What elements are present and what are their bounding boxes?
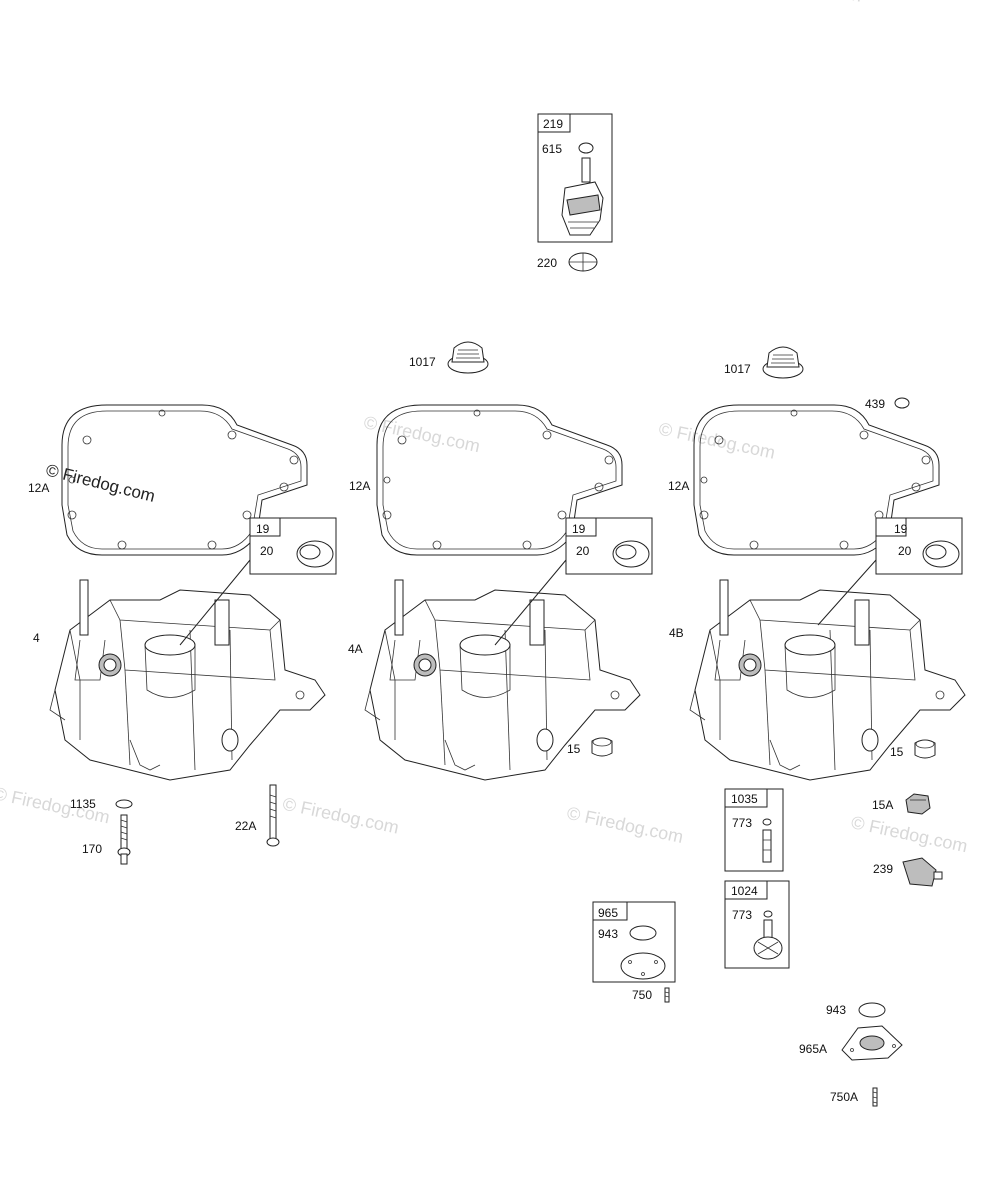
part-label-p19c: 19 [894, 522, 908, 536]
part-label-p1017a: 1017 [409, 355, 436, 369]
part-label-p239: 239 [873, 862, 893, 876]
part-label-p12Ac: 12A [668, 479, 689, 493]
watermark-4: © Firedog.com [362, 412, 482, 456]
part-label-p439: 439 [865, 397, 885, 411]
part-label-p615: 615 [542, 142, 562, 156]
screw-750 [664, 987, 670, 1003]
part-label-p15a: 15 [567, 742, 581, 756]
part-label-p20b: 20 [576, 544, 590, 558]
part-label-p1017b: 1017 [724, 362, 751, 376]
part-label-p965: 965 [598, 906, 618, 920]
part-label-p4: 4 [33, 631, 40, 645]
part-label-p1035: 1035 [731, 792, 758, 806]
oil-fill-cap-1 [447, 341, 489, 374]
part-label-p943b: 943 [826, 1003, 846, 1017]
oring-943 [858, 1002, 886, 1018]
part-label-p750: 750 [632, 988, 652, 1002]
watermark-9: © Firedog.com [849, 812, 969, 856]
watermark-5: © Firedog.com [657, 419, 777, 463]
part-label-p943a: 943 [598, 927, 618, 941]
bolt-22A [266, 784, 280, 847]
part-label-p220: 220 [537, 256, 557, 270]
part-label-p219: 219 [543, 117, 563, 131]
clip-439 [894, 397, 910, 409]
part-label-p22A: 22A [235, 819, 256, 833]
part-label-p965A: 965A [799, 1042, 827, 1056]
oil-fill-cap-2 [762, 346, 804, 379]
part-label-p1135: 1135 [70, 797, 96, 811]
part-label-p170: 170 [82, 842, 102, 856]
part-label-p19b: 19 [572, 522, 586, 536]
part-label-p4A: 4A [348, 642, 363, 656]
part-label-p15b: 15 [890, 745, 904, 759]
screw-750A [872, 1087, 878, 1107]
plug-15-1 [591, 737, 613, 757]
part-label-p12Ab: 12A [349, 479, 370, 493]
part-label-p773b: 773 [732, 908, 752, 922]
crankcase-sump-4 [49, 579, 326, 781]
plug-15A [905, 793, 931, 815]
box-1024: 1024 773 [724, 880, 790, 969]
part-label-p12Aa: 12A [28, 481, 49, 495]
box-1035: 1035 773 [724, 788, 784, 872]
part-label-p20c: 20 [898, 544, 912, 558]
part-label-p4B: 4B [669, 626, 684, 640]
part-label-p1024: 1024 [731, 884, 758, 898]
sensor-239 [902, 857, 943, 887]
part-label-p15A: 15A [872, 798, 893, 812]
governor-group: 219 615 220 [537, 113, 613, 272]
cover-965A [841, 1025, 903, 1061]
watermark-dark: © Firedog.com [44, 460, 157, 505]
seal-box-3 [875, 517, 963, 575]
plug-15-2 [914, 739, 936, 759]
watermark-2: © Firedog.com [744, 0, 864, 6]
part-label-p19a: 19 [256, 522, 270, 536]
part-label-p750A: 750A [830, 1090, 858, 1104]
watermark-8: © Firedog.com [565, 803, 685, 847]
washer-1135 [115, 799, 133, 809]
part-label-p773a: 773 [732, 816, 752, 830]
part-label-p20a: 20 [260, 544, 274, 558]
bolt-170 [117, 814, 131, 865]
box-965: 965 943 [592, 901, 676, 983]
watermark-7: © Firedog.com [281, 794, 401, 838]
